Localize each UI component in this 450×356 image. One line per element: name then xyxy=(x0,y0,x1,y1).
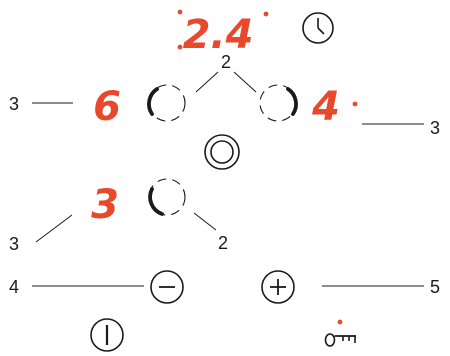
timer-value: 2.4 xyxy=(183,12,254,58)
callout-top-center: 2 xyxy=(221,52,231,72)
rear-zone-selector[interactable] xyxy=(148,178,186,216)
callout-line-top-left xyxy=(195,71,219,93)
callout-left-lower: 3 xyxy=(9,234,19,254)
key-lock-icon xyxy=(324,333,356,347)
callout-bottom-right: 2 xyxy=(218,233,228,253)
power-icon xyxy=(90,318,124,352)
minus-icon xyxy=(150,270,184,304)
callout-right-upper: 3 xyxy=(430,118,440,138)
plus-icon xyxy=(261,270,295,304)
callout-plus: 5 xyxy=(430,277,440,297)
callout-minus: 4 xyxy=(9,277,19,297)
timer-indicator-dot-top xyxy=(177,9,183,15)
lock-button[interactable] xyxy=(324,319,357,347)
timer-display: 2.4 xyxy=(177,9,269,58)
timer-indicator-dot-right xyxy=(263,11,269,17)
right-zone-level: 4 xyxy=(311,84,340,130)
clock-icon xyxy=(302,12,334,44)
left-zone-selector[interactable] xyxy=(147,84,186,122)
timer-indicator-dot-bottom xyxy=(177,44,183,50)
plus-button[interactable] xyxy=(261,270,295,304)
center-button[interactable] xyxy=(204,134,240,170)
rear-zone-level: 3 xyxy=(91,182,119,228)
left-zone-level: 6 xyxy=(93,84,121,130)
callout-line-top-right xyxy=(233,71,257,93)
callout-left-upper: 3 xyxy=(9,94,19,114)
callout-line-bottom-right xyxy=(193,212,217,231)
right-zone-selector[interactable] xyxy=(259,84,298,122)
lock-indicator-dot xyxy=(337,319,343,325)
right-zone-indicator-dot xyxy=(352,101,358,107)
double-ring-icon xyxy=(204,134,240,170)
callout-line-left-lower xyxy=(35,214,73,243)
clock-button[interactable] xyxy=(302,12,334,44)
power-button[interactable] xyxy=(90,318,124,352)
minus-button[interactable] xyxy=(150,270,184,304)
